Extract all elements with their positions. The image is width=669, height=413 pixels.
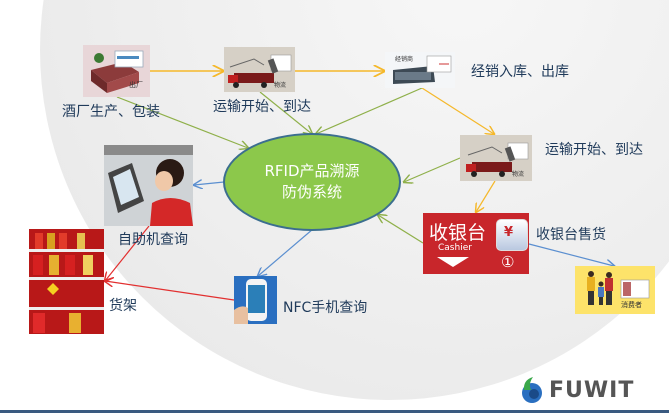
cashier-app-icon: ¥	[496, 219, 528, 251]
shelf-products-icon	[29, 229, 104, 334]
distributor-badge: 经销商	[395, 56, 414, 63]
nfc-phone-image	[234, 276, 277, 324]
transport2-image: 物流	[460, 135, 532, 181]
center-title-line1: RFID产品溯源	[264, 162, 360, 180]
cashier-image: 收银台 Cashier ¥ ①	[423, 213, 529, 274]
consumer-image: 消费者	[575, 266, 655, 314]
factory-icon	[91, 50, 144, 93]
truck-icon	[228, 54, 292, 88]
distributor-image: 经销商	[385, 52, 455, 88]
consumer-badge: 消费者	[621, 301, 642, 309]
smartphone-icon	[234, 276, 277, 324]
transport2-label: 运输开始、到达	[545, 142, 643, 158]
transport1-badge: 物流	[274, 82, 287, 89]
cashier-label: 收银台售货	[536, 227, 606, 243]
family-icon	[587, 271, 650, 305]
cashier-title: 收银台	[429, 222, 487, 244]
truck-icon	[466, 142, 529, 177]
factory-image: 出厂	[83, 45, 150, 97]
cashier-number: ①	[501, 253, 515, 271]
transport1-label: 运输开始、到达	[213, 99, 311, 115]
rfid-system-center-node: RFID产品溯源 防伪系统	[223, 133, 401, 231]
nfc-label: NFC手机查询	[283, 300, 368, 316]
footer-divider	[0, 410, 669, 413]
kiosk-label: 自助机查询	[118, 232, 188, 248]
cashier-subtitle: Cashier	[438, 243, 472, 253]
factory-label: 酒厂生产、包装	[62, 104, 160, 120]
fuwit-logo-icon	[522, 377, 542, 403]
fuwit-logo: FUWIT	[519, 376, 634, 404]
kiosk-image	[104, 145, 193, 226]
distributor-label: 经销入库、出库	[471, 64, 569, 80]
center-title-line2: 防伪系统	[281, 183, 342, 201]
down-triangle-icon	[437, 257, 469, 267]
shelf-label: 货架	[109, 298, 137, 314]
kiosk-user-icon	[104, 145, 193, 226]
shelf-image	[29, 229, 104, 334]
transport2-badge: 物流	[512, 171, 525, 178]
fuwit-logo-text: FUWIT	[549, 377, 635, 403]
warehouse-icon	[393, 55, 452, 84]
factory-badge: 出厂	[129, 81, 143, 89]
transport1-image: 物流	[224, 47, 295, 92]
